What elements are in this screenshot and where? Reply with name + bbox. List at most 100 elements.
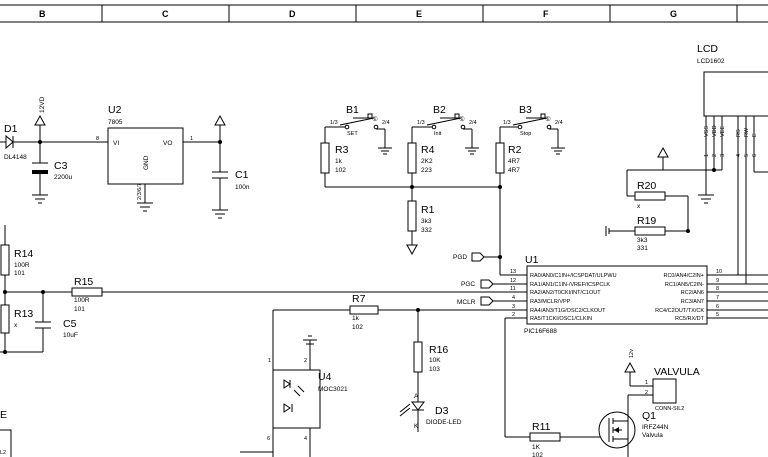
b3-mark: ①	[545, 115, 551, 123]
lcd-module: LCD LCD1602 VSS VDD VEE RS RW E 1 2 3 4 …	[657, 43, 768, 284]
u1-pin-7: 7	[716, 295, 719, 301]
u1-label-rc0: RC0/AN4/C2IN+	[663, 273, 704, 279]
lcd-pin-no-4: 4	[736, 154, 742, 157]
u1-value: PIC16F688	[524, 328, 557, 335]
u1-pin-10: 10	[716, 269, 722, 275]
edge-l2-label: L2	[0, 450, 6, 456]
u1-label-rc5: RC5/RX/DT	[675, 316, 705, 322]
capacitor-c5: C5 10uF	[0, 290, 78, 354]
valvula-value: CONN-SIL2	[655, 406, 684, 412]
r16-v2: 103	[429, 366, 440, 373]
d3-value: DIODE-LED	[426, 419, 462, 426]
r16-v1: 10K	[429, 357, 441, 364]
resistor-r14: R14 100R 101	[0, 225, 33, 305]
lcd-pin-vdd: VDD	[712, 125, 718, 137]
c5-name: C5	[63, 318, 77, 330]
r3-v2: 102	[335, 167, 346, 174]
mosfet-q1: Q1 IRFZ44N Valvula	[598, 394, 669, 457]
u1-label-ra3: RA3/MCLR/VPP	[530, 299, 571, 305]
edge-e-label: E	[0, 409, 7, 421]
resistor-r20: R20 x	[626, 169, 689, 230]
r2-name: R2	[508, 144, 522, 156]
optocoupler-u4: 1 2 6 4 U4 MOC3021	[240, 310, 348, 457]
b2-mark: ①	[459, 115, 465, 123]
u1-pin-11: 11	[510, 286, 516, 292]
d3-name: D3	[435, 405, 449, 417]
u1-label-ra5: RA5/T1CKI/OSC1/CLKIN	[530, 316, 592, 322]
r3-v1: 1k	[335, 158, 343, 165]
u1-label-rc4: RC4/C2OUT/TX/CK	[655, 308, 704, 314]
r16-name: R16	[429, 344, 448, 356]
u1-pin-5: 5	[716, 312, 719, 318]
lcd-name: LCD	[697, 43, 718, 55]
b1-name: B1	[346, 104, 359, 116]
r19-v2: 331	[637, 245, 648, 252]
r7-v2: 102	[352, 324, 363, 331]
r20-name: R20	[637, 180, 656, 192]
c3-value: 2200u	[54, 174, 72, 181]
r2-v1: 4R7	[508, 158, 520, 165]
r4-name: R4	[421, 144, 435, 156]
valvula-pin-2: 2	[645, 390, 648, 396]
lcd-value: LCD1602	[697, 58, 725, 65]
lcd-pin-rw: RW	[744, 127, 750, 137]
u1-pin-4: 4	[512, 295, 515, 301]
u2-pin-gnd-no: 2/3/6/7	[137, 183, 143, 200]
valvula-pin-1: 1	[645, 380, 648, 386]
c3-name: C3	[54, 160, 68, 172]
lcd-pin-e: E	[752, 133, 758, 137]
u1-pin-2: 2	[512, 312, 515, 318]
lcd-pin-vee: VEE	[720, 126, 726, 137]
r1-name: R1	[421, 204, 435, 216]
d1-value: DL4148	[4, 154, 27, 161]
u1-pin-13: 13	[510, 269, 516, 275]
resistor-r7: R7 1k 102	[273, 293, 505, 331]
net-pgc: PGC	[461, 279, 505, 289]
resistor-r15: R15 100R 101	[3, 276, 505, 313]
u1-name: U1	[525, 254, 539, 266]
b2-pin24: 2/4	[469, 120, 477, 126]
resistor-r2: R2 4R7 4R7	[495, 142, 522, 174]
r2-v2: 4R7	[508, 167, 520, 174]
net-pgd: PGD	[453, 252, 505, 276]
lcd-pin-no-2: 2	[712, 154, 718, 157]
column-header-strip: B C D E F G	[0, 4, 768, 23]
r11-name: R11	[532, 421, 551, 433]
r15-name: R15	[74, 276, 93, 288]
u1-pin-12: 12	[510, 278, 516, 284]
b1-pin24: 2/4	[382, 120, 390, 126]
u2-value: 7805	[108, 119, 123, 126]
resistor-r4: R4 2K2 223	[407, 142, 435, 174]
column-b-label: B	[39, 9, 46, 19]
supply-12v-label: 12VD	[39, 96, 46, 113]
column-c-label: C	[162, 9, 169, 19]
u4-name: U4	[318, 371, 332, 383]
lcd-pin-rs: RS	[736, 129, 742, 137]
r14-v1: 100R	[14, 262, 30, 269]
u4-pin-4: 4	[304, 436, 307, 442]
u1-pin-8: 8	[716, 286, 719, 292]
r1-v1: 3k3	[421, 218, 432, 225]
resistor-r1: R1 3k3 332	[407, 200, 435, 234]
u2-pin-in-no: 8	[96, 136, 99, 142]
r7-name: R7	[352, 293, 366, 305]
r11-v2: 102	[532, 452, 543, 457]
b1-pin13: 1/3	[330, 120, 338, 126]
u2-pin-out-no: 1	[190, 136, 193, 142]
b3-pin24: 2/4	[555, 120, 563, 126]
regulator-u2: U2 7805 VI VO GND 8 1 2/3/6/7	[40, 104, 220, 212]
r19-v1: 3k3	[637, 237, 648, 244]
valvula-name: VALVULA	[654, 366, 700, 378]
u4-value: MOC3021	[318, 386, 348, 393]
r4-v1: 2K2	[421, 158, 433, 165]
r14-name: R14	[14, 248, 33, 260]
u2-pin-vo: VO	[163, 140, 172, 147]
u1-label-rc3: RC3/AN7	[681, 299, 704, 305]
u4-pin-2: 2	[304, 358, 307, 364]
u1-label-ra4: RA4/AN3/T1G/OSC2/CLKOUT	[530, 308, 606, 314]
d3-pin-k: K	[414, 423, 419, 430]
net-mclr-label: MCLR	[457, 299, 476, 306]
d1-name: D1	[4, 123, 18, 135]
r13-name: R13	[14, 308, 33, 320]
q1-v2: Valvula	[642, 432, 663, 439]
